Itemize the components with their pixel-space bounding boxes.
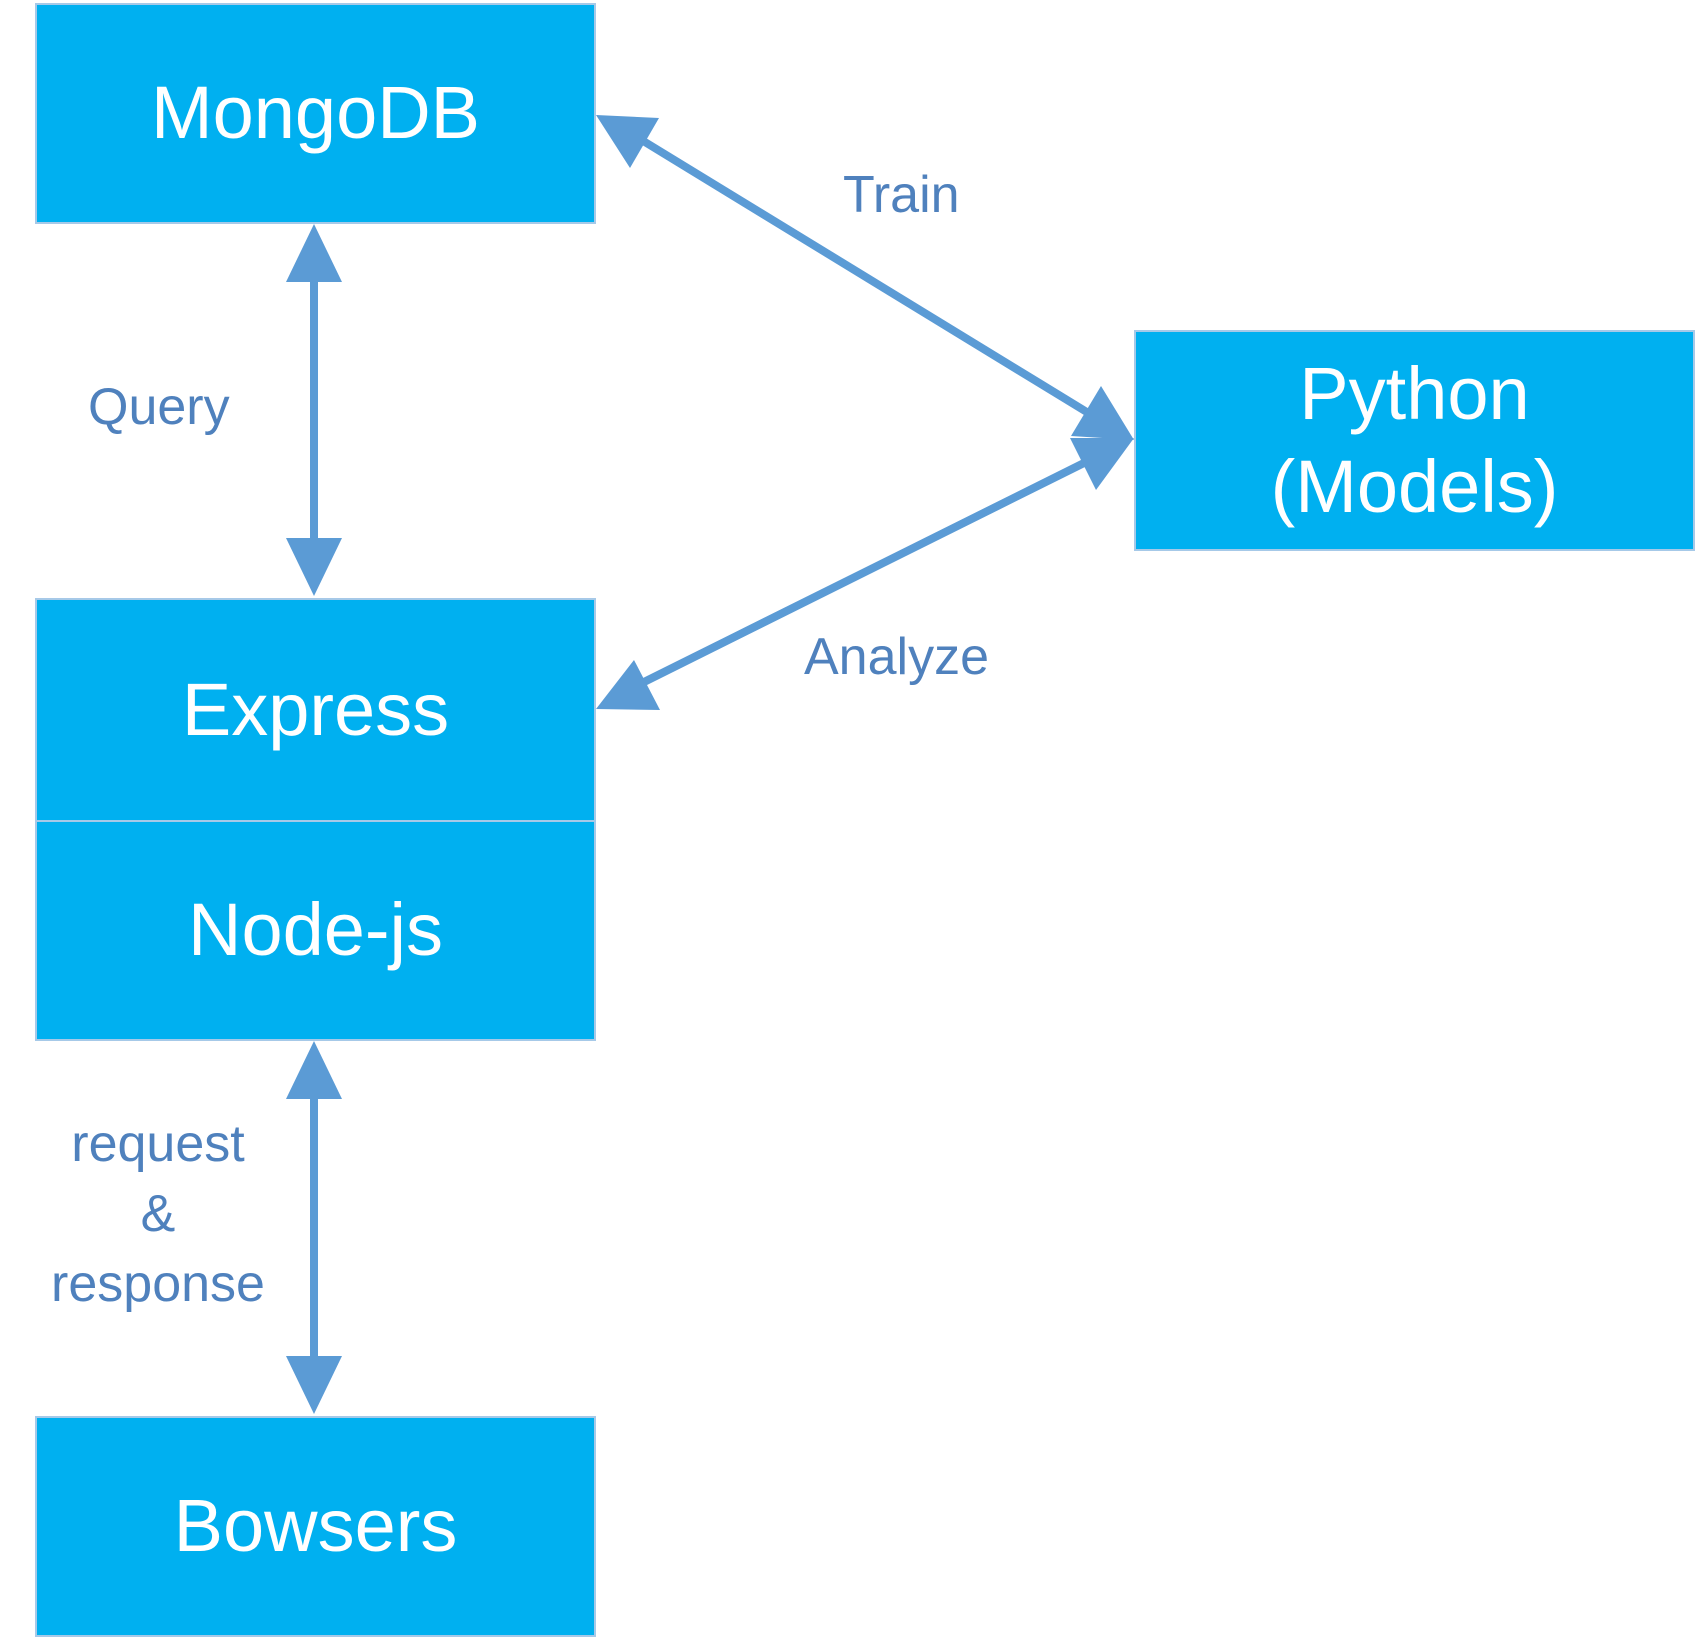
express-node: Express: [35, 598, 596, 822]
analyze-arrow: [596, 438, 1134, 710]
train-edge-label: Train: [843, 166, 960, 224]
query-edge-label: Query: [88, 378, 230, 436]
python-models-label: Python (Models): [1271, 348, 1559, 533]
nodejs-node: Node-js: [35, 820, 596, 1041]
python-label-line2: (Models): [1270, 444, 1559, 528]
request-label-line2: &: [140, 1185, 176, 1244]
request-label-line1: request: [71, 1115, 245, 1173]
query-arrow: [286, 224, 342, 596]
nodejs-label: Node-js: [188, 888, 443, 972]
browsers-label: Bowsers: [173, 1484, 458, 1568]
python-models-node: Python (Models): [1134, 330, 1695, 551]
train-arrow: [596, 115, 1134, 440]
analyze-edge-label: Analyze: [804, 628, 989, 686]
request-label-line3: response: [51, 1255, 265, 1314]
request-response-arrow: [286, 1041, 342, 1414]
request-response-edge-label: request & response: [32, 1109, 284, 1320]
mongodb-node: MongoDB: [35, 3, 596, 224]
express-label: Express: [181, 667, 450, 751]
mongodb-label: MongoDB: [150, 71, 481, 155]
python-label-line1: Python: [1299, 352, 1530, 435]
browsers-node: Bowsers: [35, 1416, 596, 1637]
